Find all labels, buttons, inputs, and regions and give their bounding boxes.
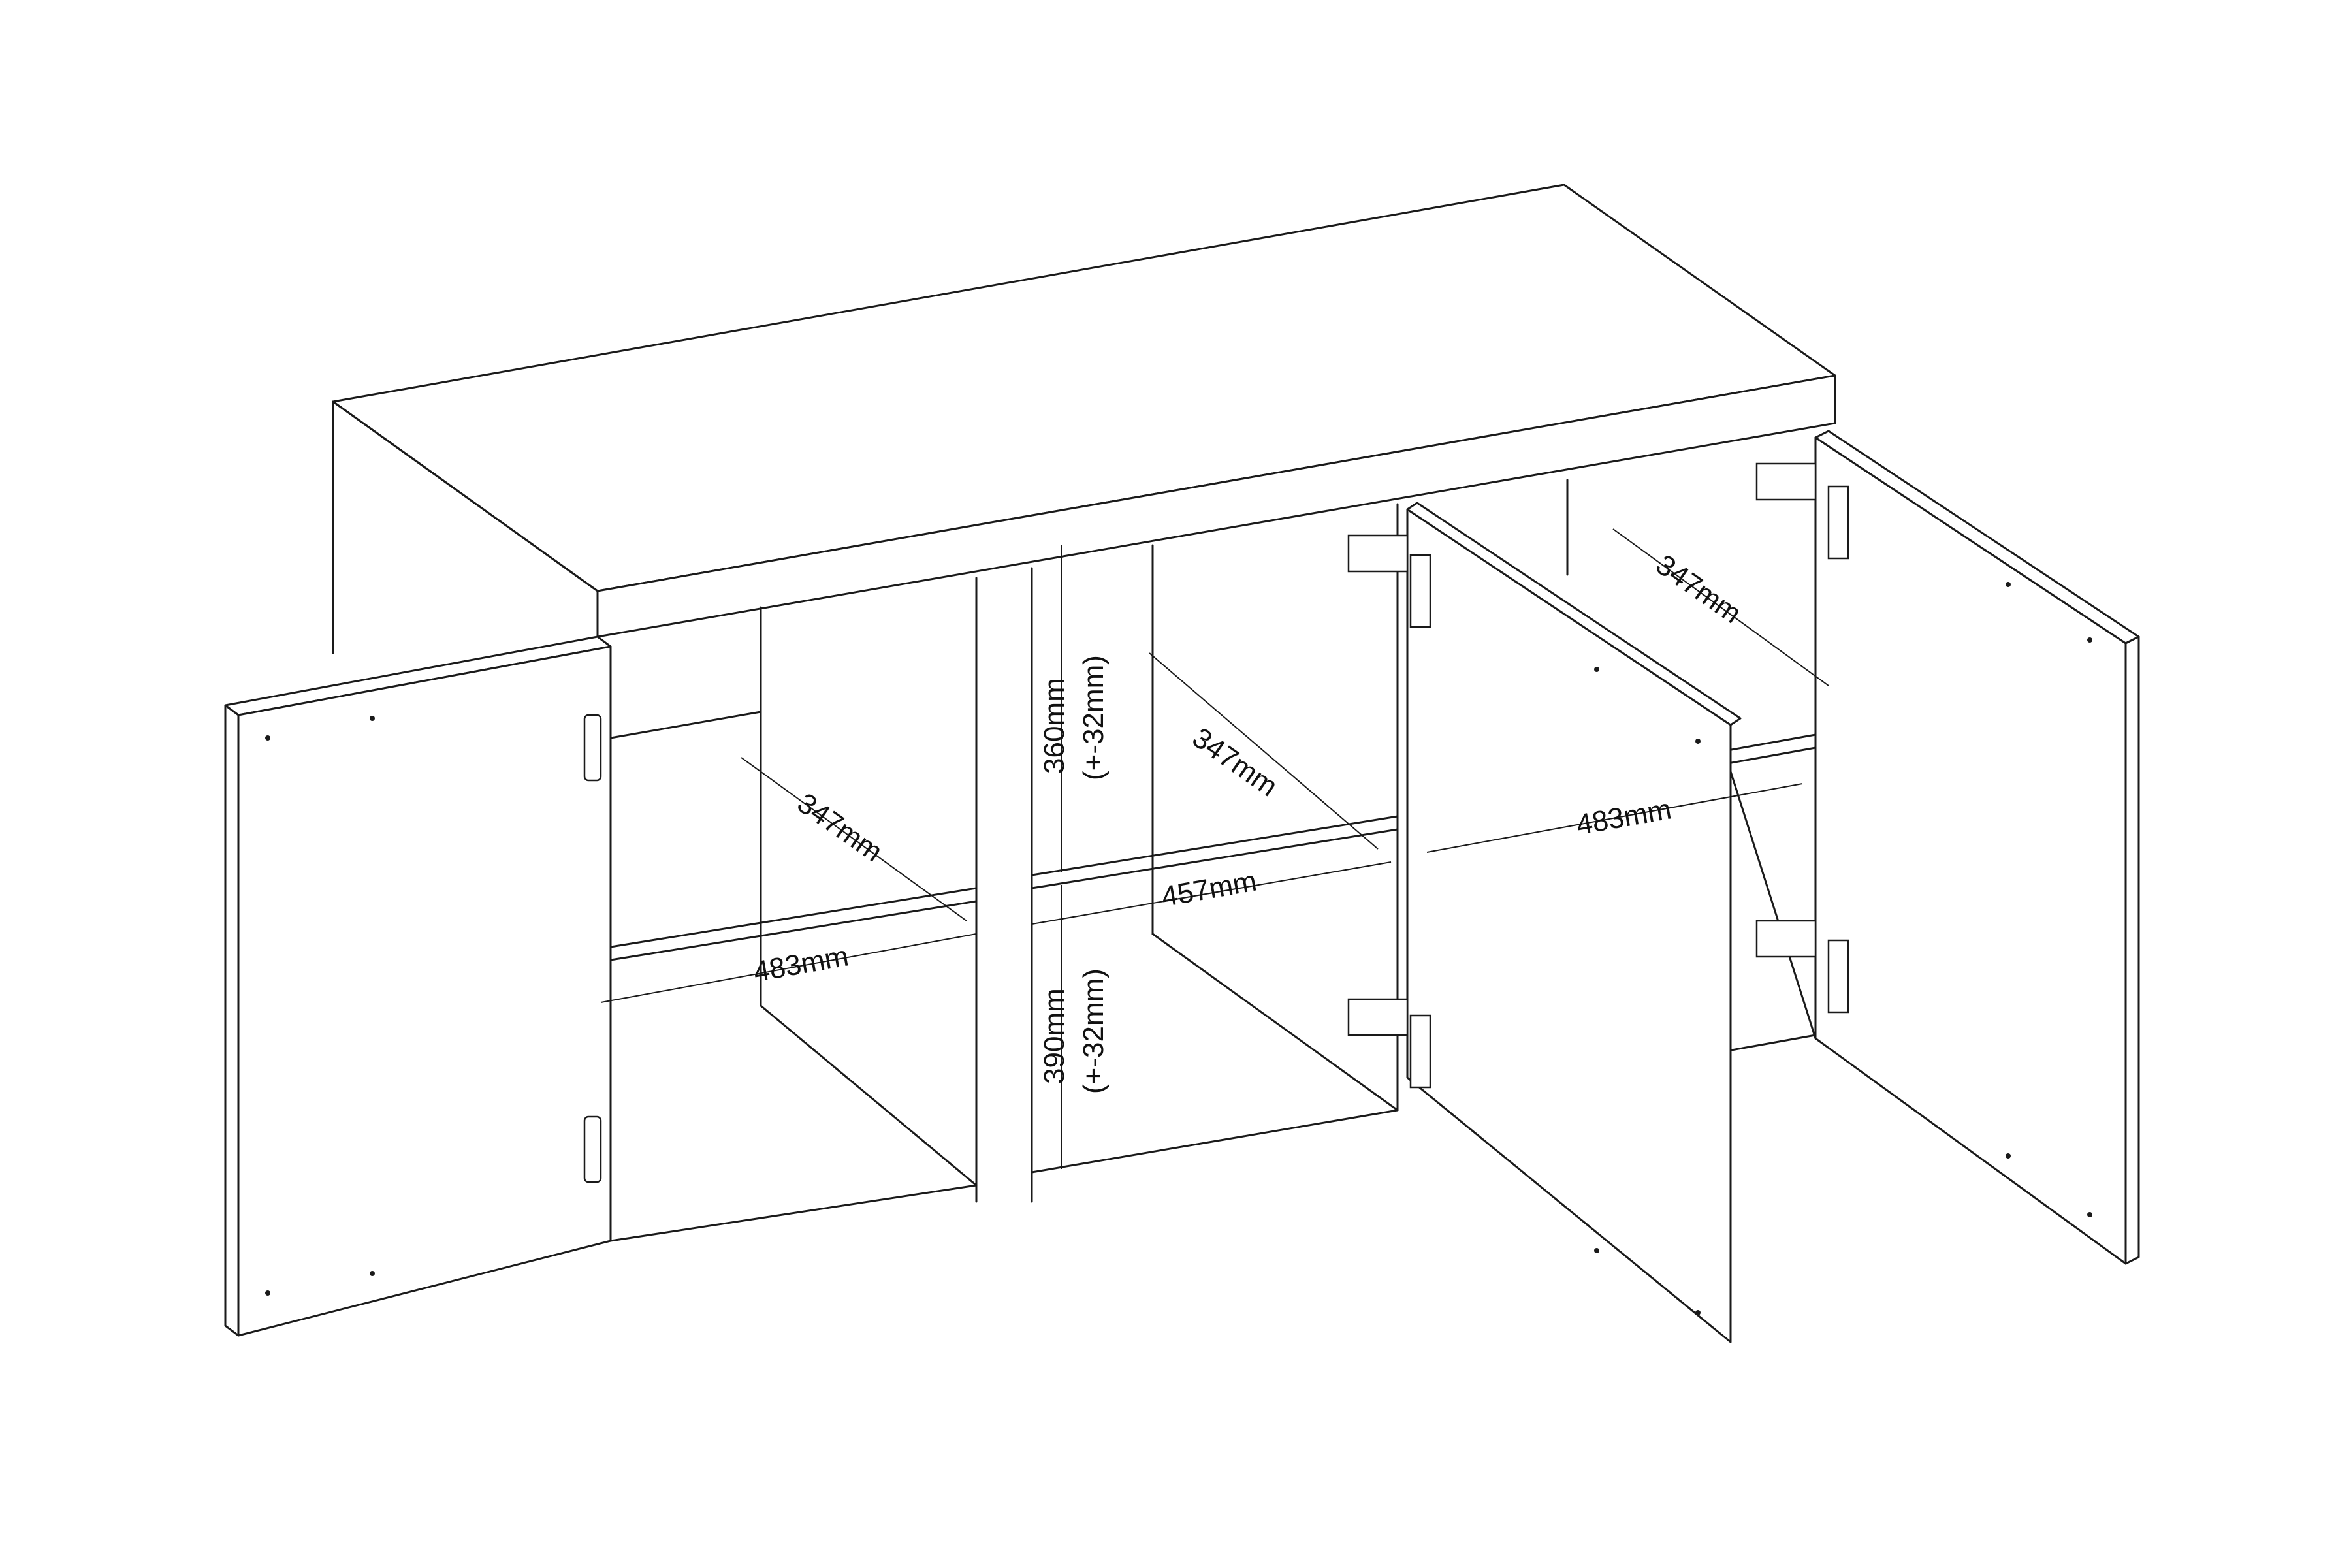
upper-height-label: 360mm — [1038, 678, 1070, 774]
carcass — [596, 479, 1817, 1242]
upper-tolerance-label: (+-32mm) — [1078, 655, 1110, 780]
lower-height-label: 390mm — [1038, 988, 1070, 1084]
right-door — [1814, 430, 2140, 1265]
top-panel — [332, 184, 1836, 654]
lower-tolerance-label: (+-32mm) — [1078, 968, 1110, 1094]
dimension-lines — [600, 528, 1829, 1169]
middle-door — [1406, 502, 1742, 1343]
left-door — [224, 635, 612, 1337]
hinge-icon — [583, 462, 1849, 1183]
